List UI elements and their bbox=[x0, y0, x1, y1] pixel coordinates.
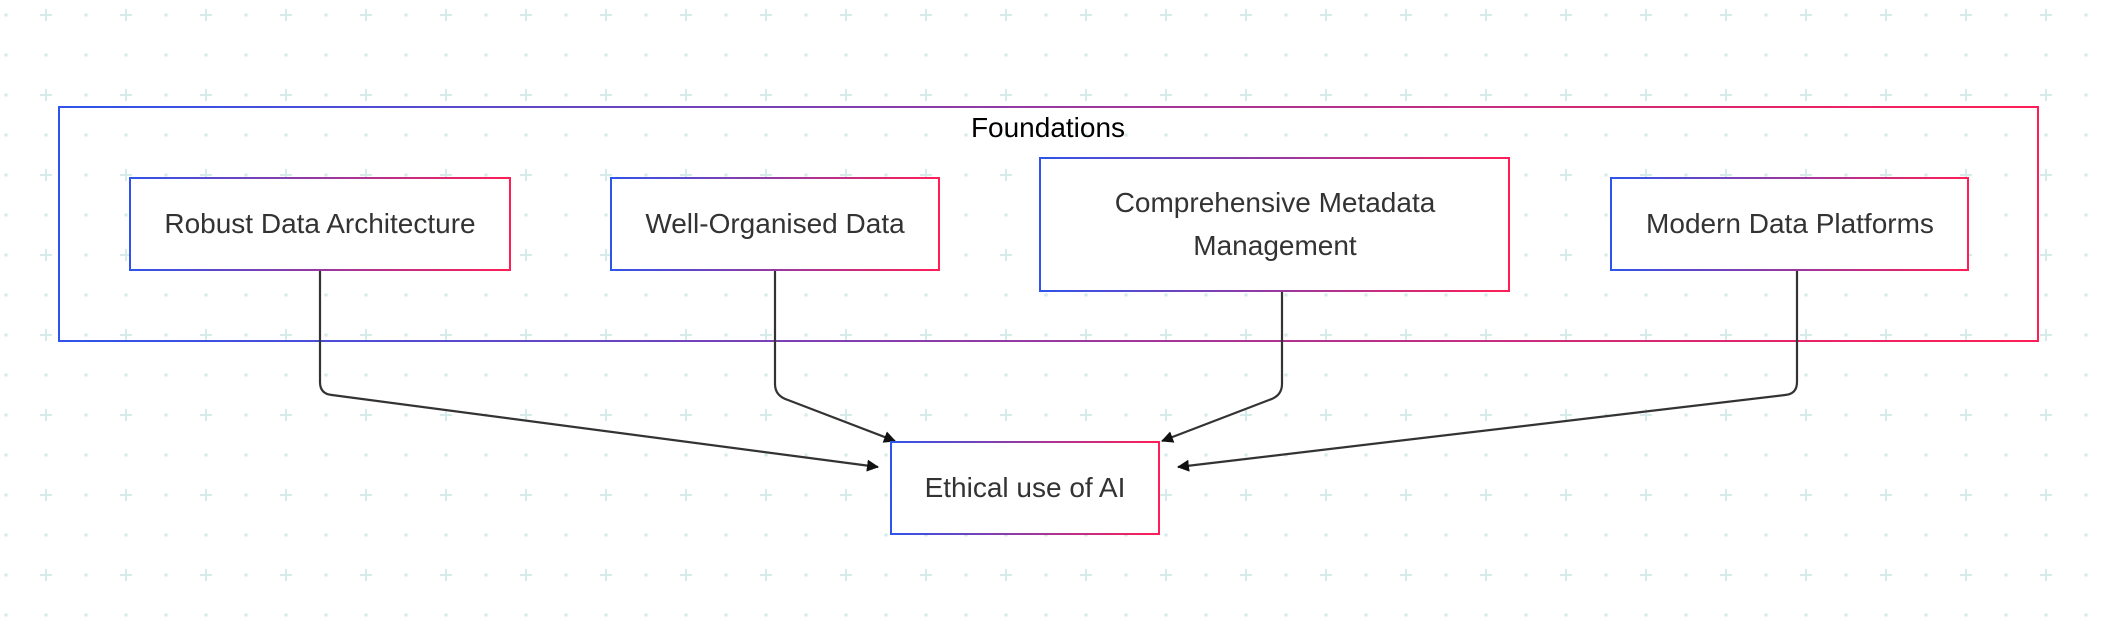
edge-robust-to-ethical bbox=[318, 270, 879, 472]
node-robust-data-architecture: Robust Data Architecture bbox=[129, 177, 511, 271]
node-ethical-label: Ethical use of AI bbox=[925, 472, 1126, 503]
edge-metadata-to-ethical bbox=[1161, 291, 1284, 443]
node-metadata-label-line-2: Management bbox=[1193, 230, 1357, 261]
node-modern-data-platforms: Modern Data Platforms bbox=[1610, 177, 1969, 271]
node-organised-box bbox=[610, 177, 940, 271]
node-ethical-use-of-ai: Ethical use of AI bbox=[890, 441, 1160, 535]
edge-platforms-to-ethical bbox=[1177, 270, 1799, 472]
node-robust-box bbox=[129, 177, 511, 271]
node-organised-label: Well-Organised Data bbox=[645, 208, 905, 239]
node-well-organised-data: Well-Organised Data bbox=[610, 177, 940, 271]
cluster-foundations-label: Foundations bbox=[971, 112, 1125, 143]
node-comprehensive-metadata-management: Comprehensive Metadata Management bbox=[1039, 157, 1510, 292]
node-platforms-label: Modern Data Platforms bbox=[1646, 208, 1934, 239]
node-metadata-label-line-1: Comprehensive Metadata bbox=[1115, 187, 1436, 218]
edges bbox=[318, 270, 1799, 472]
node-metadata-box bbox=[1039, 157, 1510, 292]
node-platforms-box bbox=[1610, 177, 1969, 271]
edge-organised-to-ethical bbox=[773, 270, 896, 443]
cluster-foundations-box bbox=[58, 106, 2039, 342]
node-robust-label: Robust Data Architecture bbox=[164, 208, 475, 239]
node-ethical-box bbox=[890, 441, 1160, 535]
cluster-foundations: Foundations bbox=[58, 106, 2039, 342]
